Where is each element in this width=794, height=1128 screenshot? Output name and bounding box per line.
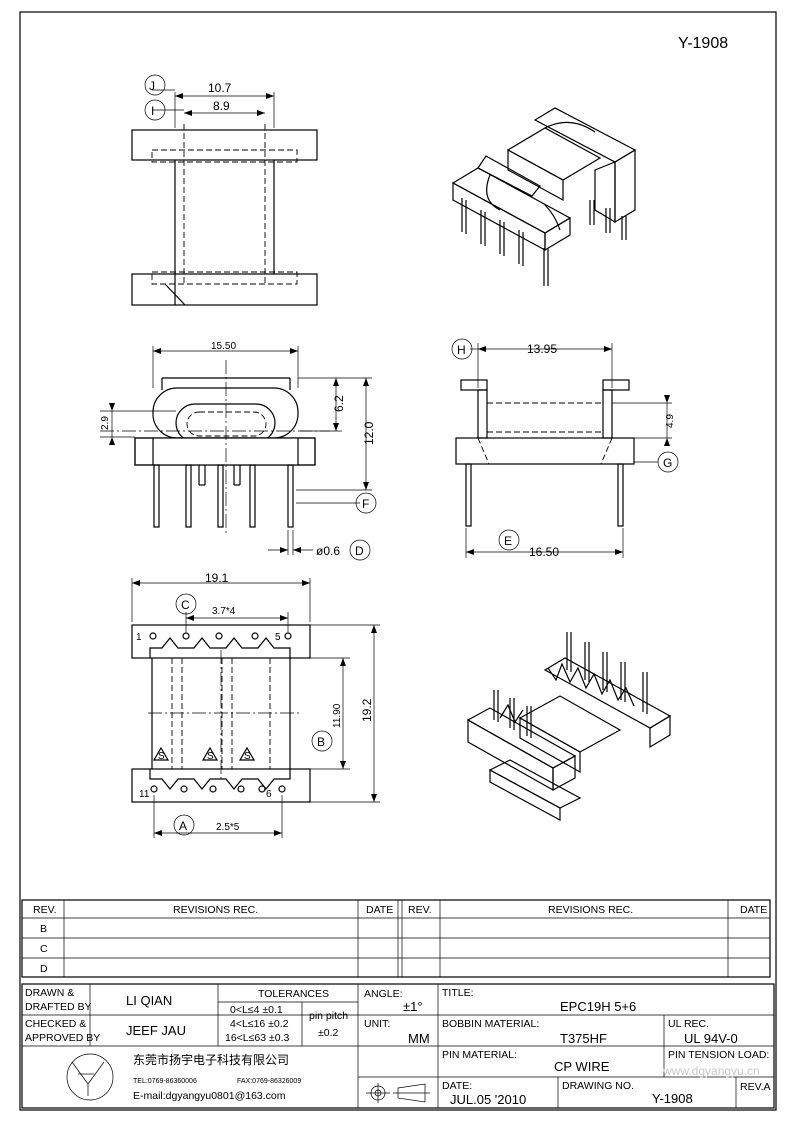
ul-rec-label: UL REC. <box>668 1018 709 1030</box>
date-label: DATE: <box>442 1080 472 1092</box>
mark-s-3: S <box>244 751 251 762</box>
title-value: EPC19H 5+6 <box>560 999 636 1014</box>
marker-e: E <box>504 534 512 548</box>
tolerance-row-1: 0<L≤4 ±0.1 <box>230 1004 283 1016</box>
view-side <box>451 338 679 558</box>
dim-4-9: 4.9 <box>665 414 676 428</box>
dim-11-90: 11.90 <box>332 703 343 728</box>
dim-16-50: 16.50 <box>529 545 559 559</box>
dim-10-7: 10.7 <box>208 81 232 95</box>
rev-header-left: REV. <box>33 904 57 916</box>
unit-label: UNIT: <box>364 1018 390 1030</box>
drawn-label-2: DRAFTED BY <box>25 1001 92 1013</box>
pin-pitch-value: ±0.2 <box>318 1027 339 1039</box>
dim-19-2: 19.2 <box>360 698 374 722</box>
watermark-text: www.dgyangyu.cn <box>662 1064 760 1078</box>
iso-view-lower <box>466 632 672 822</box>
company-fax: FAX:0769-86326009 <box>237 1078 301 1085</box>
tolerances-label: TOLERANCES <box>258 988 329 1000</box>
rev-row-d: D <box>40 963 48 975</box>
bobbin-material-value: T375HF <box>560 1031 607 1046</box>
unit-value: MM <box>408 1031 430 1046</box>
marker-c: C <box>181 598 190 612</box>
pin-label-11: 11 <box>139 789 150 800</box>
date-value: JUL.05 '2010 <box>450 1092 526 1107</box>
marker-a: A <box>179 819 187 833</box>
view-bottom <box>131 578 380 838</box>
date-header-right: DATE <box>740 904 767 916</box>
pin-pitch-label: pin pitch <box>309 1010 348 1022</box>
date-header-left: DATE <box>366 904 393 916</box>
angle-label: ANGLE: <box>364 988 403 1000</box>
rev-header-right: REV. <box>408 904 432 916</box>
rev-row-b: B <box>40 923 47 935</box>
rev-a-label: REV.A <box>740 1081 771 1093</box>
revisions-header-left: REVISIONS REC. <box>173 904 258 916</box>
marker-f: F <box>362 497 369 511</box>
view-top <box>131 74 318 306</box>
mark-s-2: S <box>207 751 214 762</box>
dim-0-6: ø0.6 <box>316 544 340 558</box>
dim-6-2: 6.2 <box>332 395 346 412</box>
dim-3-7x4: 3.7*4 <box>212 606 236 617</box>
marker-h: H <box>457 343 466 357</box>
title-block <box>21 983 775 1109</box>
checked-label-1: CHECKED & <box>25 1018 86 1030</box>
dim-13-95: 13.95 <box>527 342 557 356</box>
rev-row-c: C <box>40 943 48 955</box>
dim-8-9: 8.9 <box>213 99 230 113</box>
drawing-number-top: Y-1908 <box>678 35 728 52</box>
dim-19-1: 19.1 <box>205 571 229 585</box>
pin-label-1: 1 <box>136 632 142 643</box>
pin-material-value: CP WIRE <box>554 1059 610 1074</box>
pin-label-6: 6 <box>266 789 272 800</box>
title-label: TITLE: <box>442 987 474 999</box>
company-email: E-mail:dgyangyu0801@163.com <box>133 1090 286 1102</box>
company-name: 东莞市扬宇电子科技有限公司 <box>133 1052 289 1067</box>
company-tel: TEL:0769-86360006 <box>133 1078 197 1085</box>
drawing-no-value: Y-1908 <box>652 1091 693 1106</box>
checked-label-2: APPROVED BY <box>25 1032 100 1044</box>
revisions-header-right: REVISIONS REC. <box>548 904 633 916</box>
ul-rec-value: UL 94V-0 <box>684 1031 738 1046</box>
drawn-value: LI QIAN <box>126 993 172 1008</box>
iso-view-upper <box>451 107 637 286</box>
company-logo-icon <box>66 1053 114 1101</box>
tolerance-row-3: 16<L≤63 ±0.3 <box>225 1032 290 1044</box>
checked-value: JEEF JAU <box>126 1023 186 1038</box>
marker-b: B <box>317 735 325 749</box>
pin-tension-label: PIN TENSION LOAD: <box>668 1049 769 1061</box>
angle-value: ±1° <box>403 999 423 1014</box>
bobbin-material-label: BOBBIN MATERIAL: <box>442 1018 539 1030</box>
view-front <box>100 346 377 561</box>
drawn-label-1: DRAWN & <box>25 987 74 999</box>
drawing-no-label: DRAWING NO. <box>562 1080 634 1092</box>
pin-label-5: 5 <box>275 632 281 643</box>
dim-15-50: 15.50 <box>211 341 236 352</box>
mark-s-1: S <box>158 751 165 762</box>
marker-j: J <box>149 79 155 93</box>
revisions-table <box>21 899 771 978</box>
pin-material-label: PIN MATERIAL: <box>442 1049 517 1061</box>
tolerance-row-2: 4<L≤16 ±0.2 <box>230 1018 289 1030</box>
marker-g: G <box>663 456 672 470</box>
dim-2-9: 2.9 <box>100 416 111 430</box>
sheet-border <box>19 11 777 1111</box>
marker-d: D <box>355 544 364 558</box>
marker-i: I <box>151 104 154 118</box>
dim-12-0: 12.0 <box>362 421 376 445</box>
dim-2-5x5: 2.5*5 <box>216 822 240 833</box>
